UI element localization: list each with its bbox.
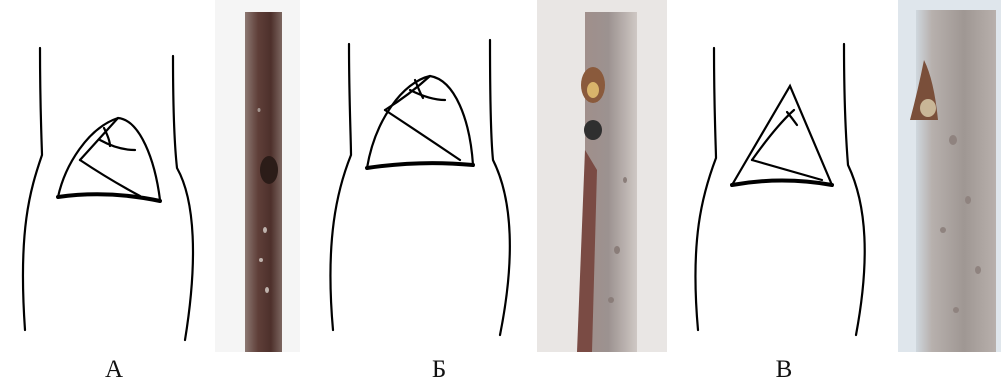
- twig-photo-b: [537, 0, 667, 352]
- panel-label-v: В: [764, 356, 804, 384]
- bud-drawing-b: [305, 0, 535, 352]
- bud-drawing-v: [672, 0, 887, 352]
- bud-drawing-a: [0, 0, 215, 352]
- twig-photo-v: [898, 0, 1001, 352]
- panel-label-a: А: [94, 356, 134, 384]
- twig-photo-a: [215, 0, 300, 352]
- panel-label-b: Б: [419, 356, 459, 384]
